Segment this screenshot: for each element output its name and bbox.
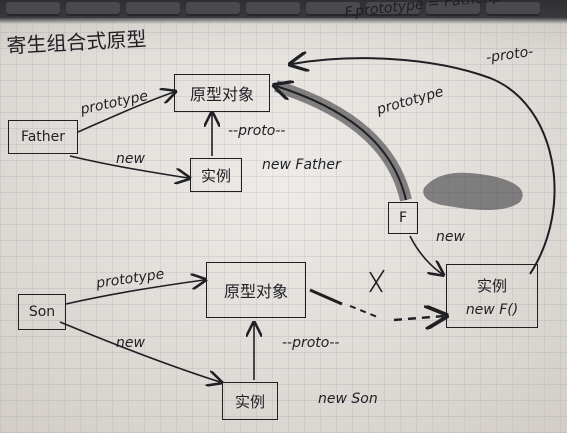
son-constructor-box: Son: [18, 294, 66, 330]
father-instance-box: 实例: [190, 158, 242, 192]
son-prototype-object-box: 原型对象: [206, 262, 306, 318]
f-new-label: new: [436, 229, 465, 245]
father-new-arrow: [69, 155, 188, 178]
keyboard-key: [486, 2, 540, 16]
keyboard-key: [126, 2, 180, 16]
son-to-finstance-dashed-3: [393, 316, 444, 320]
cross-mark: [369, 269, 385, 293]
son-instance-box: 实例: [222, 382, 278, 420]
father-prototype-object-label: 原型对象: [189, 85, 254, 104]
son-to-finstance-dashed-2: [349, 305, 381, 319]
father-instance-label: 实例: [200, 166, 231, 185]
son-instance-label: 实例: [234, 392, 265, 411]
father-prototype-arrow: [77, 92, 174, 133]
father-new-label: new: [116, 151, 145, 167]
father-prototype-object-box: 原型对象: [174, 74, 270, 112]
son-label: Son: [28, 304, 56, 320]
f-instance-proto-arrow: [292, 58, 556, 275]
keyboard-key: [6, 2, 60, 16]
son-new-label: new: [116, 335, 145, 351]
son-proto-link-label: --proto--: [282, 335, 340, 351]
keyboard-key: [366, 2, 420, 16]
f-instance-label: 实例: [476, 276, 507, 295]
son-prototype-object-label: 原型对象: [223, 282, 288, 301]
keyboard-strip: [0, 0, 567, 20]
keyboard-key: [186, 2, 240, 16]
scribble-cloud: [423, 172, 523, 210]
son-prototype-arrow: [65, 280, 204, 305]
father-constructor-box: Father: [8, 120, 78, 154]
son-instance-caption: new Son: [318, 391, 378, 407]
son-to-finstance-dashed: [309, 288, 343, 306]
son-new-arrow: [59, 321, 220, 382]
father-instance-caption: new Father: [262, 157, 341, 173]
keyboard-key: [66, 2, 120, 16]
f-new-arrow: [409, 235, 442, 274]
f-constructor-box: F: [388, 202, 418, 234]
f-instance-caption: new F(): [465, 301, 519, 318]
father-label: Father: [20, 129, 66, 145]
f-prototype-arrow: [276, 86, 407, 201]
father-proto-link-label: --proto--: [228, 123, 286, 139]
keyboard-key: [426, 2, 480, 16]
f-instance-box: 实例 new F(): [446, 264, 538, 328]
f-label: F: [398, 210, 408, 226]
keyboard-key: [246, 2, 300, 16]
keyboard-key: [306, 2, 360, 16]
